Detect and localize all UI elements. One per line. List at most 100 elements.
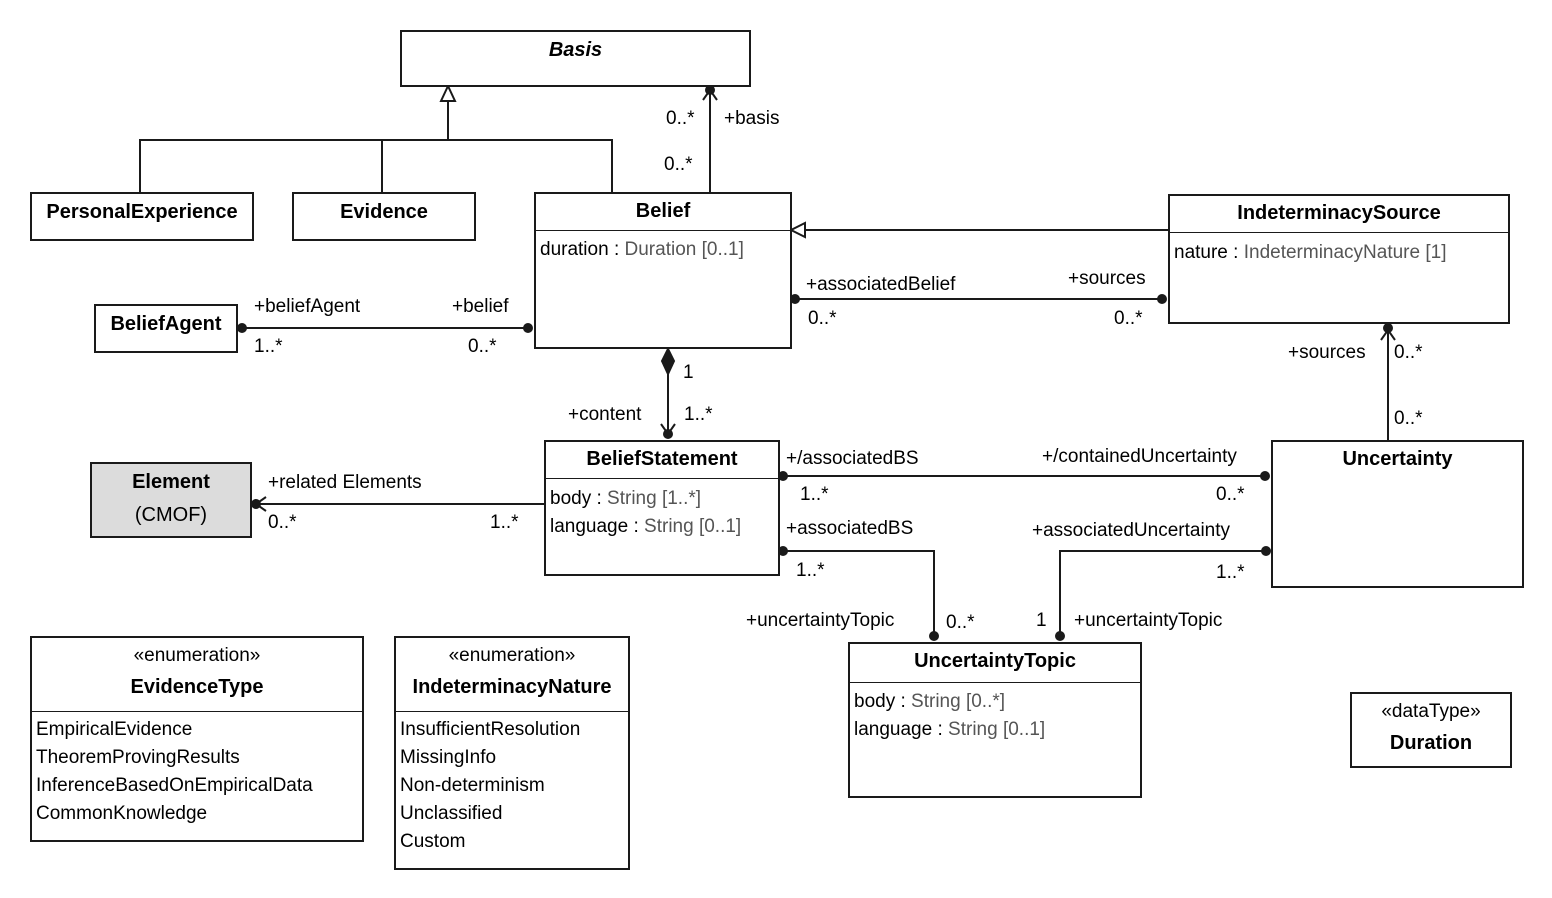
class-uncertainty-topic[interactable]: UncertaintyTopic body : String [0..*] la… [848, 642, 1142, 798]
composition-diamond [660, 346, 676, 377]
enum-literal: EmpiricalEvidence [36, 719, 193, 740]
stereotype-label: «enumeration» [448, 645, 576, 666]
uncertainty-topic-association [1059, 550, 1266, 636]
role-sources-right: +sources [1288, 342, 1366, 363]
attribute-list: duration : Duration [0..1] [540, 236, 744, 264]
multiplicity-uncertainty-topic-left: 0..* [946, 612, 975, 633]
ownership-dot-topic-right [1055, 631, 1065, 641]
enum-literal: Non-determinism [400, 775, 545, 796]
class-personal-experience[interactable]: PersonalExperience [30, 192, 254, 241]
enum-literal: CommonKnowledge [36, 803, 208, 824]
attribute-row: language : String [0..1] [550, 513, 741, 541]
ownership-dot-statement-right-top [778, 471, 788, 481]
multiplicity-bs-left: 1..* [490, 512, 519, 533]
ownership-dot-source-left [1157, 294, 1167, 304]
class-name: PersonalExperience [46, 201, 238, 223]
attribute-name: body [854, 691, 896, 712]
ownership-dot-basis [705, 85, 715, 95]
class-basis[interactable]: Basis [400, 30, 751, 87]
type-separator: : [628, 516, 645, 537]
multiplicity-basis-top: 0..* [666, 108, 695, 129]
type-separator: : [591, 488, 608, 509]
class-indeterminacy-source[interactable]: IndeterminacySource nature : Indetermina… [1168, 194, 1510, 324]
attribute-type: IndeterminacyNature [1] [1243, 242, 1447, 263]
enum-name: EvidenceType [130, 676, 264, 698]
class-name: BeliefStatement [586, 448, 738, 470]
class-belief-statement[interactable]: BeliefStatement body : String [1..*] lan… [544, 440, 780, 576]
ownership-dot-uncertainty-left-top [1260, 471, 1270, 481]
role-sources-top: +sources [1068, 268, 1146, 289]
class-uncertainty[interactable]: Uncertainty [1271, 440, 1524, 588]
attribute-type: String [0..*] [911, 691, 1006, 712]
multiplicity-derived-associated-bs: 1..* [800, 484, 829, 505]
class-name: Uncertainty [1342, 448, 1453, 470]
enum-indeterminacy-nature[interactable]: «enumeration» IndeterminacyNature Insuff… [394, 636, 630, 870]
ownership-dot-agent [237, 323, 247, 333]
enum-literal: Custom [400, 831, 466, 852]
attribute-row: body : String [0..*] [854, 688, 1045, 716]
class-name: UncertaintyTopic [914, 650, 1076, 672]
generalization-to-basis [139, 101, 613, 192]
datatype-name: Duration [1389, 732, 1473, 754]
class-name: Evidence [340, 201, 428, 223]
class-element[interactable]: Element (CMOF) [90, 462, 252, 538]
role-content: +content [568, 404, 642, 425]
ownership-dot-topic-left [929, 631, 939, 641]
multiplicity-basis-bottom: 0..* [664, 154, 693, 175]
role-associated-belief: +associatedBelief [806, 274, 956, 295]
multiplicity-belief-agent: 1..* [254, 336, 283, 357]
enum-evidence-type[interactable]: «enumeration» EvidenceType EmpiricalEvid… [30, 636, 364, 842]
type-separator: : [895, 691, 912, 712]
ownership-dot-uncertainty-left-bottom [1261, 546, 1271, 556]
literal-list: EmpiricalEvidence TheoremProvingResults … [36, 716, 313, 828]
role-derived-associated-bs: +/associatedBS [786, 448, 919, 469]
multiplicity-related-elements: 0..* [268, 512, 297, 533]
attribute-name: language [550, 516, 629, 537]
attribute-name: nature [1174, 242, 1228, 263]
class-belief[interactable]: Belief duration : Duration [0..1] [534, 192, 792, 349]
ownership-dot-belief-right [790, 294, 800, 304]
attribute-row: body : String [1..*] [550, 485, 741, 513]
ownership-dot-belief-left [523, 323, 533, 333]
generalization-arrowhead-basis [439, 83, 457, 102]
compartment-divider [1170, 232, 1508, 233]
attribute-name: language [854, 719, 933, 740]
class-name: BeliefAgent [110, 313, 222, 335]
role-uncertainty-topic-right: +uncertaintyTopic [1074, 610, 1223, 631]
class-name: IndeterminacySource [1237, 202, 1441, 224]
class-name: Basis [548, 39, 603, 61]
datatype-duration[interactable]: «dataType» Duration [1350, 692, 1512, 768]
class-evidence[interactable]: Evidence [292, 192, 476, 241]
stereotype-label: «enumeration» [133, 645, 261, 666]
multiplicity-uncertainty-up: 0..* [1394, 408, 1423, 429]
role-associated-bs: +associatedBS [786, 518, 914, 539]
enum-literal: MissingInfo [400, 747, 497, 768]
ownership-dot-statement-top [663, 429, 673, 439]
ownership-dot-statement-right-bottom [778, 546, 788, 556]
class-name: Belief [635, 200, 691, 222]
bs-topic-association [783, 550, 935, 636]
compartment-divider [546, 478, 778, 479]
multiplicity-associated-uncertainty: 1..* [1216, 562, 1245, 583]
compartment-divider [32, 711, 362, 712]
multiplicity-sources-right: 0..* [1394, 342, 1423, 363]
attribute-name: duration [540, 239, 609, 260]
role-belief-agent: +beliefAgent [254, 296, 361, 317]
attribute-list: body : String [0..*] language : String [… [854, 688, 1045, 744]
compartment-divider [536, 230, 790, 231]
multiplicity-belief: 0..* [468, 336, 497, 357]
enum-literal: Unclassified [400, 803, 503, 824]
attribute-row: duration : Duration [0..1] [540, 236, 744, 264]
enum-literal: TheoremProvingResults [36, 747, 240, 768]
role-belief: +belief [452, 296, 509, 317]
ownership-dot-element [251, 499, 261, 509]
generalization-arrowhead-belief [788, 221, 806, 239]
multiplicity-composition: 1 [683, 362, 694, 383]
type-separator: : [608, 239, 625, 260]
multiplicity-content: 1..* [684, 404, 713, 425]
role-basis: +basis [724, 108, 780, 129]
class-belief-agent[interactable]: BeliefAgent [94, 304, 238, 353]
class-name: Element [132, 471, 210, 493]
role-contained-uncertainty: +/containedUncertainty [1042, 446, 1237, 467]
